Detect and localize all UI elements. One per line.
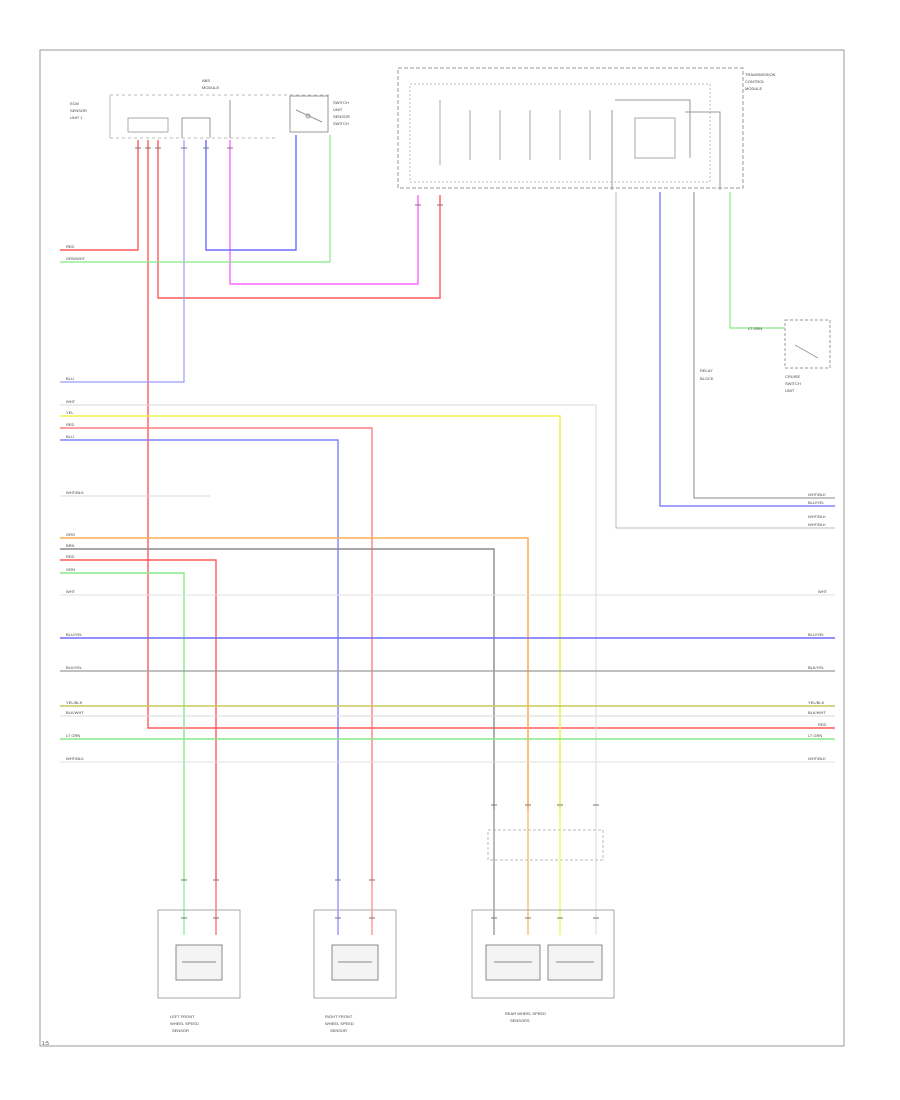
wire-orange bbox=[60, 537, 529, 810]
sensor-rear: REAR WHEEL SPEED SENSORS bbox=[471, 909, 615, 1023]
wire-blue-3 bbox=[60, 439, 339, 880]
svg-text:TRANSMISSION: TRANSMISSION bbox=[745, 72, 776, 77]
svg-text:RED: RED bbox=[66, 554, 75, 559]
svg-text:SENSOR: SENSOR bbox=[330, 1028, 347, 1033]
svg-text:LT GRN: LT GRN bbox=[748, 326, 762, 331]
svg-text:BLK/WHT: BLK/WHT bbox=[808, 710, 826, 715]
svg-text:SWITCH: SWITCH bbox=[333, 121, 349, 126]
svg-text:UNIT: UNIT bbox=[785, 388, 795, 393]
svg-text:YEL: YEL bbox=[66, 410, 74, 415]
wire-red-5 bbox=[60, 559, 217, 880]
wire-red-3 bbox=[157, 140, 441, 299]
right-wire-labels: WHT/BLK BLU/YEL WHT/BLK WHT/BLK WHT BLU/… bbox=[748, 326, 828, 761]
sensor-right-front: RIGHT FRONT WHEEL SPEED SENSOR bbox=[313, 909, 397, 1033]
svg-text:BLU: BLU bbox=[66, 434, 74, 439]
svg-text:BLU: BLU bbox=[66, 376, 74, 381]
svg-text:MODULE: MODULE bbox=[202, 85, 219, 90]
svg-text:SENSORS: SENSORS bbox=[510, 1018, 530, 1023]
svg-text:WHT/BLK: WHT/BLK bbox=[66, 490, 84, 495]
svg-text:BLK/WHT: BLK/WHT bbox=[66, 710, 84, 715]
connector-ticks bbox=[135, 147, 599, 919]
svg-text:WHT/BLK: WHT/BLK bbox=[66, 756, 84, 761]
svg-text:LEFT FRONT: LEFT FRONT bbox=[170, 1014, 195, 1019]
svg-text:RIGHT FRONT: RIGHT FRONT bbox=[325, 1014, 353, 1019]
svg-text:WHT/BLK: WHT/BLK bbox=[808, 522, 826, 527]
footer-code: 1:5 bbox=[42, 1041, 49, 1047]
svg-text:SENSOR: SENSOR bbox=[70, 108, 87, 113]
rear-splice-box bbox=[487, 829, 604, 861]
svg-text:BLK/YEL: BLK/YEL bbox=[66, 665, 83, 670]
svg-text:WHT/BLK: WHT/BLK bbox=[808, 492, 826, 497]
wire-blue-2 bbox=[60, 140, 185, 383]
svg-text:CONTROL: CONTROL bbox=[745, 79, 765, 84]
wire-yellow bbox=[60, 415, 561, 810]
sensor-left-front: LEFT FRONT WHEEL SPEED SENSOR bbox=[157, 909, 241, 1033]
wire-brown bbox=[60, 548, 495, 810]
wire-gray-right-2 bbox=[693, 192, 835, 499]
svg-text:WHT: WHT bbox=[66, 399, 76, 404]
wire-green-1 bbox=[60, 135, 331, 263]
svg-text:GRN/WHT: GRN/WHT bbox=[66, 256, 86, 261]
svg-text:YEL/BLK: YEL/BLK bbox=[66, 700, 83, 705]
wire-blue-right bbox=[659, 192, 835, 507]
svg-text:GRN: GRN bbox=[66, 567, 75, 572]
svg-text:BRN: BRN bbox=[66, 543, 75, 548]
svg-text:RED: RED bbox=[66, 244, 75, 249]
svg-text:BLU/YEL: BLU/YEL bbox=[66, 632, 83, 637]
wire-red-2 bbox=[147, 140, 835, 729]
svg-text:UNIT: UNIT bbox=[333, 107, 343, 112]
svg-text:RED: RED bbox=[818, 722, 827, 727]
svg-text:ECM: ECM bbox=[70, 101, 79, 106]
wire-blue-1 bbox=[205, 135, 297, 251]
svg-text:LT GRN: LT GRN bbox=[808, 733, 822, 738]
svg-text:SWITCH: SWITCH bbox=[333, 100, 349, 105]
svg-text:WHT: WHT bbox=[66, 589, 76, 594]
svg-text:WHT: WHT bbox=[818, 589, 828, 594]
svg-text:SENSOR: SENSOR bbox=[172, 1028, 189, 1033]
svg-text:MODULE: MODULE bbox=[745, 86, 762, 91]
wire-pink bbox=[229, 140, 419, 285]
svg-text:BLU/YEL: BLU/YEL bbox=[808, 500, 825, 505]
svg-text:WHT/BLK: WHT/BLK bbox=[808, 514, 826, 519]
svg-text:LT GRN: LT GRN bbox=[66, 733, 80, 738]
svg-text:SENSOR: SENSOR bbox=[333, 114, 350, 119]
left-wire-labels: RED GRN/WHT BLU WHT YEL RED BLU WHT/BLK … bbox=[66, 244, 86, 761]
wire-green-right bbox=[729, 192, 785, 329]
svg-text:WHEEL SPEED: WHEEL SPEED bbox=[325, 1021, 354, 1026]
svg-text:RELAY: RELAY bbox=[700, 368, 713, 373]
wire-white-top bbox=[60, 404, 597, 810]
svg-text:SWITCH: SWITCH bbox=[785, 381, 801, 386]
diagram-border bbox=[39, 49, 845, 1047]
cruise-switch: RELAY BLOCK CRUISE SWITCH UNIT bbox=[700, 319, 831, 393]
svg-text:BLU/YEL: BLU/YEL bbox=[808, 632, 825, 637]
svg-text:RED: RED bbox=[66, 422, 75, 427]
wire-red-4 bbox=[60, 427, 373, 880]
svg-text:ORG: ORG bbox=[66, 532, 75, 537]
control-module: TRANSMISSION CONTROL MODULE bbox=[397, 67, 776, 190]
wire-red-1 bbox=[60, 140, 139, 251]
svg-text:WHT/BLK: WHT/BLK bbox=[808, 756, 826, 761]
switch-box: SWITCH UNIT SENSOR SWITCH bbox=[289, 95, 350, 133]
svg-text:BLOCK: BLOCK bbox=[700, 376, 714, 381]
svg-text:CRUISE: CRUISE bbox=[785, 374, 800, 379]
wire-green-2 bbox=[60, 572, 185, 880]
ecm-connector: ECM SENSOR UNIT 1 ABS MODULE bbox=[70, 78, 330, 139]
svg-text:UNIT 1: UNIT 1 bbox=[70, 115, 83, 120]
svg-text:REAR WHEEL SPEED: REAR WHEEL SPEED bbox=[505, 1011, 546, 1016]
svg-text:ABS: ABS bbox=[202, 78, 210, 83]
svg-text:BLK/YEL: BLK/YEL bbox=[808, 665, 825, 670]
svg-text:YEL/BLK: YEL/BLK bbox=[808, 700, 825, 705]
svg-text:WHEEL SPEED: WHEEL SPEED bbox=[170, 1021, 199, 1026]
wire-gray-right bbox=[615, 192, 835, 529]
